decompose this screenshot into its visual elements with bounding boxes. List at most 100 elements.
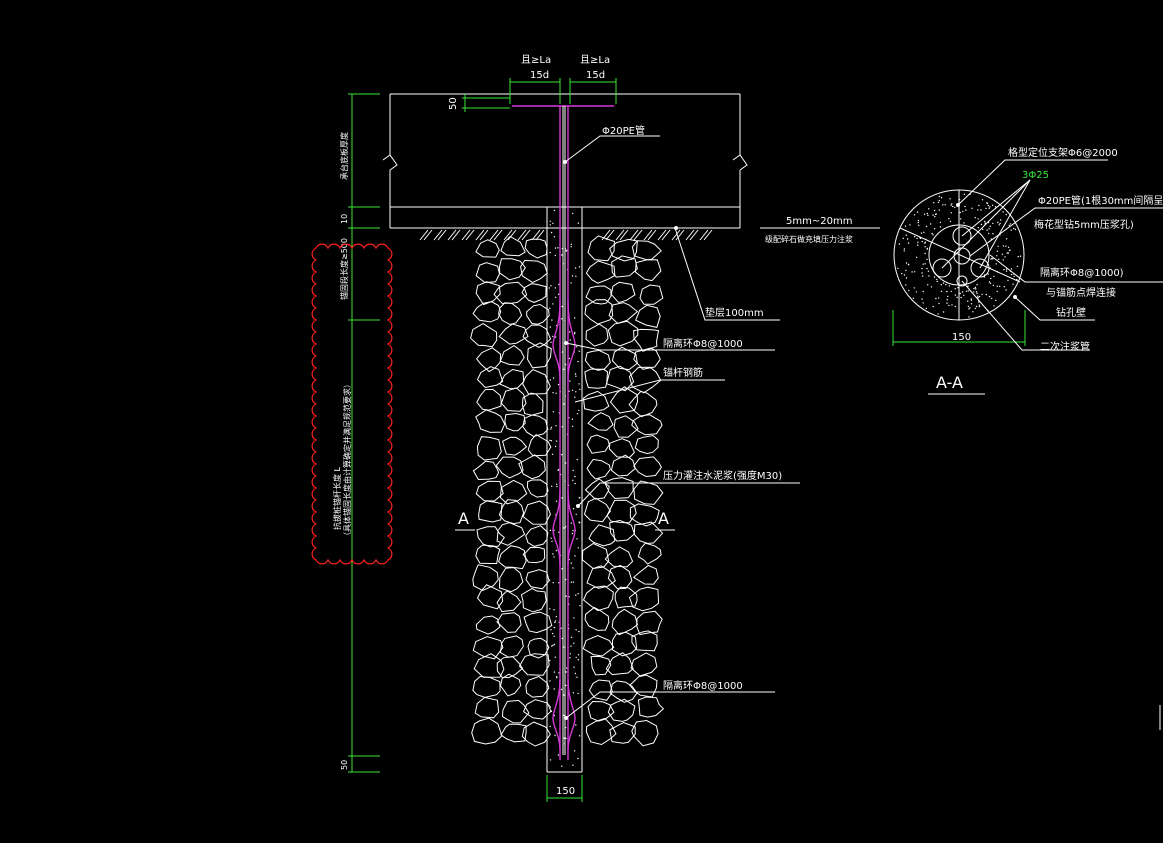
section-grout-speck — [992, 222, 994, 225]
top-left-lead-label: 且≥La — [521, 54, 551, 66]
grout-speck — [549, 379, 552, 381]
rock — [588, 679, 613, 701]
section-grout-speck — [995, 263, 997, 265]
section-grout-speck — [954, 288, 956, 290]
rock — [582, 634, 615, 657]
section-grout-speck — [984, 222, 986, 224]
rock — [633, 480, 664, 505]
rock — [586, 565, 616, 589]
grout-speck — [557, 383, 560, 386]
rebar-section-left — [932, 258, 952, 278]
section-grout-speck — [954, 305, 956, 308]
grout-speck — [553, 688, 555, 690]
section-grout-speck — [1007, 252, 1009, 254]
support-label: 格型定位支架Φ6@2000 — [1008, 146, 1118, 159]
section-grout-speck — [924, 263, 926, 265]
section-grout-speck — [950, 204, 952, 206]
section-grout-speck — [996, 255, 998, 257]
rock — [502, 436, 528, 456]
section-grout-speck — [942, 311, 945, 313]
grout-speck — [552, 335, 554, 338]
section-grout-speck — [996, 285, 998, 287]
grout-speck — [571, 389, 574, 391]
grout-speck — [574, 475, 576, 478]
rock — [475, 544, 501, 564]
grout-speck — [555, 500, 558, 502]
section-grout-speck — [962, 210, 964, 213]
pe-pipe-label: Φ20PE管 — [602, 124, 645, 137]
rock — [628, 390, 658, 418]
rock — [498, 302, 523, 326]
grout-speck — [570, 246, 572, 248]
rock — [498, 545, 527, 570]
section-grout-speck — [1002, 245, 1004, 247]
rock — [472, 301, 502, 323]
grout-speck — [578, 350, 580, 352]
grout-speck — [552, 411, 555, 413]
rock — [527, 433, 552, 457]
rock — [630, 652, 658, 677]
grout-speck — [577, 222, 580, 224]
section-grout-speck — [950, 212, 952, 214]
grout-speck — [549, 326, 552, 328]
section-grout-speck — [960, 296, 962, 299]
grout-speck — [554, 254, 556, 257]
spacer-section-label: 隔离环Φ8@1000) — [1040, 266, 1124, 279]
section-grout-speck — [970, 299, 973, 301]
section-grout-speck — [963, 193, 966, 195]
section-grout-speck — [944, 204, 946, 206]
grout-speck — [561, 254, 563, 256]
section-grout-speck — [1010, 268, 1013, 270]
section-grout-speck — [925, 225, 928, 228]
hatch-mark — [615, 229, 629, 241]
section-grout-speck — [956, 296, 958, 299]
section-grout-speck — [946, 302, 948, 304]
grout-speck — [574, 331, 576, 334]
rock — [605, 652, 634, 676]
grout-speck — [558, 582, 560, 584]
section-grout-speck — [1008, 224, 1010, 227]
rock — [525, 569, 550, 590]
grout-speck — [554, 336, 557, 338]
grout-speck — [558, 469, 560, 471]
hatch-mark — [517, 229, 531, 241]
section-grout-speck — [932, 234, 934, 236]
section-grout-speck — [997, 245, 999, 247]
rock — [474, 696, 500, 719]
section-grout-speck — [904, 225, 907, 227]
section-grout-speck — [901, 272, 903, 275]
grout-speck — [551, 485, 553, 487]
rock — [470, 323, 498, 348]
grout-speck — [575, 513, 577, 515]
secondary-pipe-label: 二次注浆管 — [1040, 340, 1090, 353]
section-grout-speck — [939, 226, 942, 228]
section-grout-speck — [968, 316, 970, 318]
rock — [582, 585, 614, 612]
rock — [525, 675, 550, 698]
rock — [521, 721, 551, 747]
rock — [472, 675, 501, 698]
rock — [609, 519, 635, 542]
rock — [586, 434, 610, 454]
rock — [610, 281, 636, 304]
grout-speck — [553, 626, 556, 629]
rock — [584, 349, 611, 371]
grout-speck — [579, 522, 581, 524]
section-grout-speck — [986, 202, 988, 204]
section-grout-speck — [993, 305, 995, 307]
grout-speck — [550, 710, 553, 712]
section-grout-speck — [930, 286, 933, 288]
grout-speck — [572, 469, 574, 472]
section-grout-speck — [989, 225, 991, 227]
section-grout-speck — [926, 258, 928, 261]
rock — [588, 524, 616, 547]
grout-speck — [570, 522, 573, 524]
rock — [472, 636, 504, 660]
section-grout-speck — [968, 308, 970, 310]
section-grout-speck — [973, 291, 975, 293]
grout-speck — [554, 656, 556, 658]
rock — [631, 630, 658, 652]
section-grout-speck — [935, 297, 937, 300]
section-grout-speck — [987, 273, 989, 275]
